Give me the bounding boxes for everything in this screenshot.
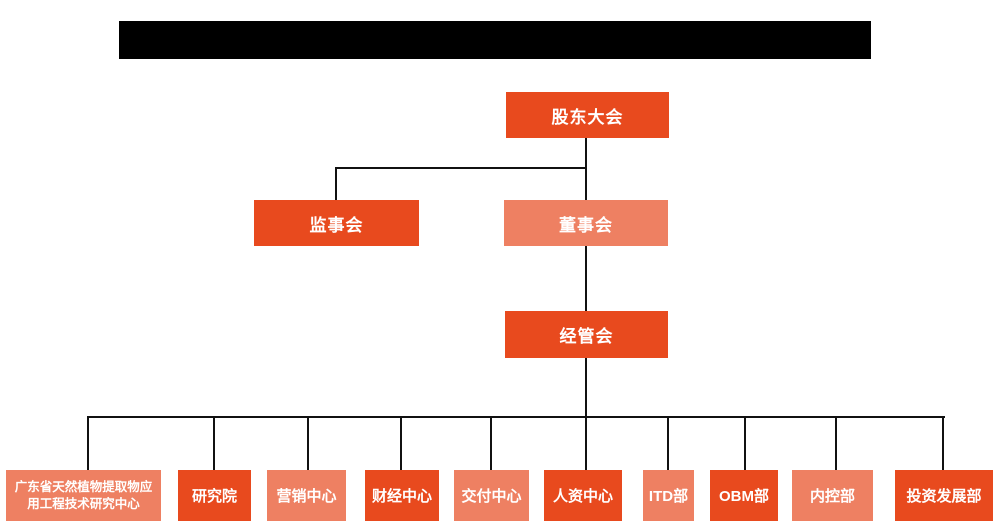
node-label: 研究院 xyxy=(191,488,237,505)
connector-drop-dept-3 xyxy=(307,417,309,470)
connector-line-shareholders-down xyxy=(585,138,587,200)
node-dept-delivery-center: 交付中心 xyxy=(454,470,529,521)
node-label: 投资发展部 xyxy=(906,488,982,505)
node-label: 人资中心 xyxy=(552,488,613,505)
node-dept-research-center: 广东省天然植物提取物应用工程技术研究中心 xyxy=(6,470,161,521)
node-dept-investment-development: 投资发展部 xyxy=(895,470,993,521)
node-supervisory-board: 监事会 xyxy=(254,200,419,246)
node-label: 经管会 xyxy=(559,327,614,346)
connector-bus-departments xyxy=(87,416,945,418)
node-label: ITD部 xyxy=(648,488,689,505)
node-shareholders-meeting: 股东大会 xyxy=(506,92,669,138)
connector-drop-dept-5 xyxy=(490,417,492,470)
connector-line-management-down xyxy=(585,358,587,417)
connector-drop-dept-4 xyxy=(400,417,402,470)
connector-drop-dept-10 xyxy=(942,417,944,470)
connector-drop-dept-2 xyxy=(213,417,215,470)
node-dept-research-institute: 研究院 xyxy=(178,470,251,521)
node-label: 监事会 xyxy=(309,215,364,235)
node-dept-itd: ITD部 xyxy=(643,470,694,521)
connector-drop-dept-9 xyxy=(835,417,837,470)
node-label: 董事会 xyxy=(559,215,613,235)
connector-drop-dept-6 xyxy=(585,417,587,470)
connector-line-board-to-management xyxy=(585,246,587,311)
node-label: 股东大会 xyxy=(551,107,624,127)
node-label: 内控部 xyxy=(809,488,855,505)
connector-drop-dept-8 xyxy=(744,417,746,470)
node-label: 营销中心 xyxy=(276,488,337,505)
node-dept-internal-control: 内控部 xyxy=(792,470,873,521)
node-label: OBM部 xyxy=(719,488,769,505)
node-dept-hr-center: 人资中心 xyxy=(544,470,622,521)
node-label: 广东省天然植物提取物应用工程技术研究中心 xyxy=(14,479,153,511)
node-label: 财经中心 xyxy=(371,488,432,505)
node-label: 交付中心 xyxy=(461,488,522,505)
connector-line-level2-horizontal xyxy=(335,167,587,169)
connector-drop-dept-7 xyxy=(667,417,669,470)
node-dept-obm: OBM部 xyxy=(710,470,778,521)
node-dept-marketing-center: 营销中心 xyxy=(267,470,346,521)
redacted-title-bar xyxy=(119,21,871,59)
connector-line-supervisory-drop xyxy=(335,167,337,200)
node-board-of-directors: 董事会 xyxy=(504,200,668,246)
node-dept-finance-center: 财经中心 xyxy=(365,470,439,521)
node-management-committee: 经管会 xyxy=(505,311,668,358)
connector-drop-dept-1 xyxy=(87,417,89,470)
